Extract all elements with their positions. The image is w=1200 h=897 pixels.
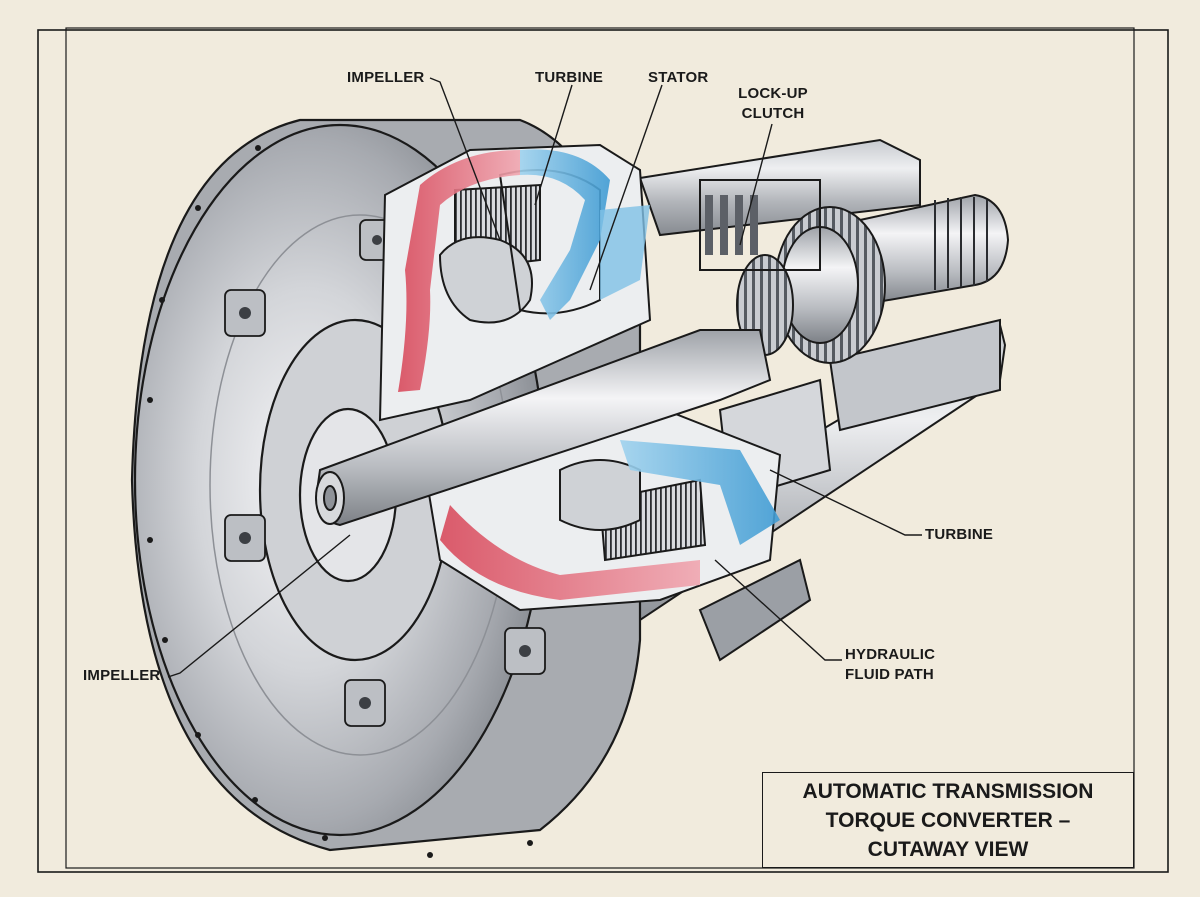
- leader-hydraulic: [714, 559, 842, 661]
- upper-cutaway: [378, 143, 652, 422]
- leader-impeller-top: [429, 77, 501, 241]
- label-lockup-clutch: LOCK-UP CLUTCH: [735, 84, 811, 124]
- output-shaft: [859, 193, 1010, 307]
- title-line-1: AUTOMATIC TRANSMISSION: [802, 780, 1094, 803]
- label-lockup-line1: LOCK-UP: [738, 85, 808, 102]
- input-shaft: [314, 329, 772, 527]
- leader-impeller-left: [167, 534, 351, 678]
- label-impeller-top: IMPELLER: [347, 69, 425, 86]
- label-hydraulic-line2: FLUID PATH: [845, 666, 934, 683]
- label-turbine-right: TURBINE: [925, 526, 994, 543]
- leader-lockup-clutch: [739, 123, 773, 246]
- page-border: [37, 27, 1169, 873]
- leader-turbine-top: [534, 84, 573, 206]
- label-hydraulic-fluid-path: HYDRAULIC FLUID PATH: [845, 645, 935, 685]
- label-stator: STATOR: [648, 69, 709, 86]
- title-line-2: TORQUE CONVERTER –: [825, 809, 1071, 832]
- leader-stator: [589, 84, 663, 291]
- title-box: AUTOMATIC TRANSMISSION TORQUE CONVERTER …: [762, 772, 1134, 868]
- lower-cutaway: [418, 398, 782, 612]
- label-lockup-line2: CLUTCH: [741, 105, 805, 122]
- leader-turbine-right: [769, 469, 922, 536]
- title-line-3: CUTAWAY VIEW: [867, 838, 1029, 861]
- leader-lines: [167, 77, 922, 678]
- label-turbine-top: TURBINE: [535, 69, 604, 86]
- label-hydraulic-line1: HYDRAULIC: [845, 646, 936, 663]
- label-impeller-left: IMPELLER: [83, 667, 161, 684]
